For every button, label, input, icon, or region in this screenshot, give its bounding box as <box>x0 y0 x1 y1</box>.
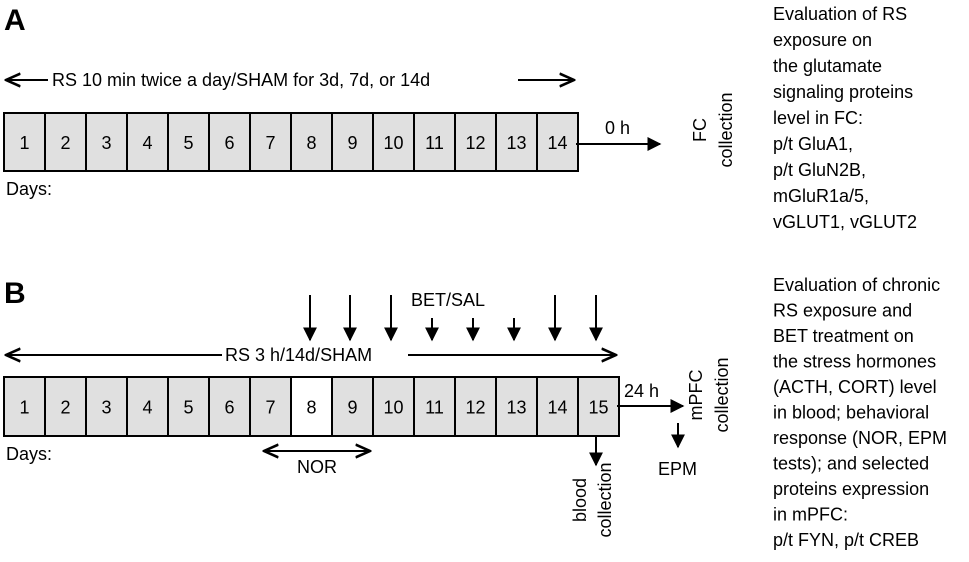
panel-b-day-number-14: 14 <box>547 398 567 418</box>
panel-a-description-line-1: Evaluation of RS <box>773 4 907 24</box>
panel-a-day-cell-3 <box>85 112 128 172</box>
panel-a-letter: A <box>4 4 26 37</box>
panel-b-day-number-4: 4 <box>142 398 152 418</box>
panel-b-nor-label: NOR <box>297 457 337 477</box>
panel-b-collection-line-1: mPFC <box>686 370 706 421</box>
panel-a-day-number-3: 3 <box>101 133 111 153</box>
panel-b-collection-label: mPFC collection <box>686 357 732 432</box>
panel-b-treatment-arrows <box>303 295 603 342</box>
panel-a-days-label: Days: <box>6 179 52 199</box>
panel-b-day-number-5: 5 <box>183 398 193 418</box>
panel-a-description-line-3: the glutamate <box>773 56 882 76</box>
panel-b-description-line-7: response (NOR, EPM <box>773 428 947 448</box>
panel-a-description: Evaluation of RS exposure on the glutamate… <box>773 4 917 232</box>
panel-b-day-cell-3 <box>85 376 128 437</box>
panel-b-description: Evaluation of chronic RS exposure andBET … <box>773 275 947 550</box>
panel-b-description-line-3: BET treatment on <box>773 326 914 346</box>
panel-b-timepoint: 24 h <box>624 381 659 401</box>
panel-a-day-number-9: 9 <box>347 133 357 153</box>
panel-a-day-number-2: 2 <box>60 133 70 153</box>
panel-b-epm-label: EPM <box>658 459 697 479</box>
panel-b-blood-line-1: blood <box>570 478 590 522</box>
panel-b-description-line-5: (ACTH, CORT) level <box>773 377 937 397</box>
panel-b-day-number-12: 12 <box>465 398 485 418</box>
panel-b-day-number-2: 2 <box>60 398 70 418</box>
panel-b-description-line-2: RS exposure and <box>773 301 912 321</box>
panel-b-day-cell-12 <box>454 376 497 437</box>
panel-b-day-cell-11 <box>413 376 456 437</box>
panel-b-protocol-label: RS 3 h/14d/SHAM <box>225 345 372 365</box>
panel-a-day-number-10: 10 <box>383 133 403 153</box>
panel-a-day-number-14: 14 <box>547 133 567 153</box>
panel-a-day-cell-10 <box>372 112 415 172</box>
panel-a-day-cell-12 <box>454 112 497 172</box>
panel-b-days-label: Days: <box>6 444 52 464</box>
panel-a-description-line-2: exposure on <box>773 30 872 50</box>
panel-a-description-line-6: p/t GluA1, <box>773 134 853 154</box>
panel-a-day-cell-6 <box>208 112 251 172</box>
panel-a-day-number-5: 5 <box>183 133 193 153</box>
panel-b-blood-line-2: collection <box>595 462 615 537</box>
panel-a-day-number-6: 6 <box>224 133 234 153</box>
panel-a-description-line-8: mGluR1a/5, <box>773 186 869 206</box>
panel-a-description-line-7: p/t GluN2B, <box>773 160 866 180</box>
panel-a-day-number-13: 13 <box>506 133 526 153</box>
panel-b-day-number-11: 11 <box>425 398 444 418</box>
panel-a-day-cell-9 <box>331 112 374 172</box>
panel-a-protocol-label: RS 10 min twice a day/SHAM for 3d, 7d, o… <box>52 70 430 90</box>
panel-b-day-number-6: 6 <box>224 398 234 418</box>
panel-b-blood-label: blood collection <box>570 462 615 537</box>
panel-b-day-number-9: 9 <box>347 398 357 418</box>
panel-a-day-cell-7 <box>249 112 292 172</box>
panel-a-day-number-8: 8 <box>306 133 316 153</box>
panel-b-day-number-8: 8 <box>306 398 316 418</box>
panel-a-day-cell-4 <box>126 112 169 172</box>
panel-b-day-number-1: 1 <box>19 398 29 418</box>
panel-b-day-cell-8 <box>290 376 333 437</box>
panel-b-day-number-7: 7 <box>265 398 275 418</box>
panel-a-day-cell-8 <box>290 112 333 172</box>
panel-b-description-line-10: in mPFC: <box>773 505 848 525</box>
panel-a-day-cell-14 <box>536 112 579 172</box>
panel-b-day-cell-4 <box>126 376 169 437</box>
panel-a-day-number-12: 12 <box>465 133 485 153</box>
panel-b-collection-line-2: collection <box>712 357 732 432</box>
panel-b-day-cell-14 <box>536 376 579 437</box>
panel-a-day-number-4: 4 <box>142 133 152 153</box>
panel-b-day-cell-10 <box>372 376 415 437</box>
panel-b-day-cell-5 <box>167 376 210 437</box>
panel-a-day-number-11: 11 <box>425 133 444 153</box>
panel-a-description-line-4: signaling proteins <box>773 82 913 102</box>
panel-b-description-line-11: p/t FYN, p/t CREB <box>773 530 919 550</box>
panel-a-description-line-5: level in FC: <box>773 108 863 128</box>
panel-b-day-cell-6 <box>208 376 251 437</box>
panel-b-day-number-15: 15 <box>588 398 608 418</box>
panel-a-timepoint: 0 h <box>605 118 630 138</box>
panel-b-day-cell-2 <box>44 376 87 437</box>
panel-a-day-number-1: 1 <box>19 133 29 153</box>
panel-b-description-line-9: proteins expression <box>773 479 929 499</box>
panel-b-letter: B <box>4 277 26 310</box>
panel-a-description-line-9: vGLUT1, vGLUT2 <box>773 212 917 232</box>
panel-b-description-line-1: Evaluation of chronic <box>773 275 940 295</box>
panel-a-day-number-7: 7 <box>265 133 275 153</box>
panel-a-day-cell-11 <box>413 112 456 172</box>
panel-b-description-line-6: in blood; behavioral <box>773 403 929 423</box>
panel-b-treatment-label: BET/SAL <box>411 290 485 310</box>
panel-b-day-number-3: 3 <box>101 398 111 418</box>
panel-b-description-line-4: the stress hormones <box>773 352 936 372</box>
panel-a-collection-line-1: FC <box>690 118 710 142</box>
panel-b-day-number-10: 10 <box>383 398 403 418</box>
panel-b-description-line-8: tests); and selected <box>773 454 929 474</box>
panel-a-collection-line-2: collection <box>716 92 736 167</box>
panel-b-day-number-13: 13 <box>506 398 526 418</box>
panel-a-collection-label: FC collection <box>690 92 736 167</box>
